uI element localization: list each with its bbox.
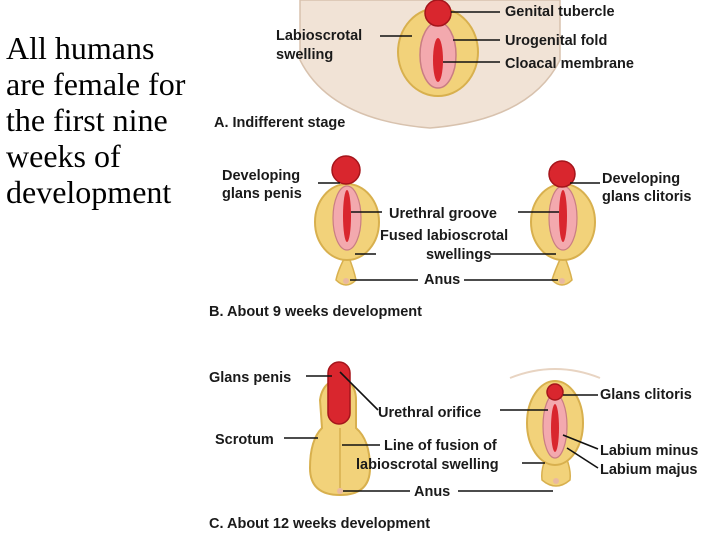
label-fused-labioscrotal-line1: Fused labioscrotal xyxy=(380,228,508,244)
label-genital-tubercle: Genital tubercle xyxy=(505,4,615,20)
stage-c-female-illustration xyxy=(509,368,601,487)
label-anus-b: Anus xyxy=(424,272,460,288)
label-cloacal-membrane: Cloacal membrane xyxy=(505,56,634,72)
stage-a-illustration xyxy=(299,0,561,129)
label-urethral-groove: Urethral groove xyxy=(389,206,497,222)
stage-b-male-illustration xyxy=(314,155,380,286)
label-urogenital-fold: Urogenital fold xyxy=(505,33,607,49)
slide-text-line-3: the first nine xyxy=(6,102,168,138)
slide-text-line-5: development xyxy=(6,174,172,210)
label-urethral-orifice: Urethral orifice xyxy=(378,405,481,421)
caption-stage-c: C. About 12 weeks development xyxy=(209,516,430,532)
label-anus-c: Anus xyxy=(414,484,450,500)
stage-b-leaders xyxy=(318,182,600,281)
stage-a-leaders xyxy=(380,11,500,63)
label-labium-majus: Labium majus xyxy=(600,462,698,478)
stage-b-female-illustration xyxy=(530,160,596,286)
label-line-of-fusion-line1: Line of fusion of xyxy=(384,438,497,454)
label-developing-glans-clitoris-line1: Developing xyxy=(602,171,680,187)
label-labioscrotal-swelling-line1: Labioscrotal xyxy=(276,28,362,44)
label-fused-labioscrotal-line2: swellings xyxy=(426,247,491,263)
slide-text-line-2: are female for xyxy=(6,66,186,102)
caption-stage-b: B. About 9 weeks development xyxy=(209,304,422,320)
stage-c-glans-penis xyxy=(327,361,351,425)
label-developing-glans-clitoris-line2: glans clitoris xyxy=(602,189,691,205)
stage-a-genital-tubercle xyxy=(424,0,452,27)
label-scrotum: Scrotum xyxy=(215,432,274,448)
label-developing-glans-penis-line2: glans penis xyxy=(222,186,302,202)
stage-c-leaders xyxy=(284,371,599,492)
stage-b-developing-glans-clitoris xyxy=(548,160,576,188)
label-labium-minus: Labium minus xyxy=(600,443,698,459)
label-line-of-fusion-line2: labioscrotal swelling xyxy=(356,457,499,473)
stage-a-cloacal-membrane xyxy=(433,38,443,82)
label-labioscrotal-swelling-line2: swelling xyxy=(276,47,333,63)
caption-stage-a: A. Indifferent stage xyxy=(214,115,345,131)
label-glans-clitoris: Glans clitoris xyxy=(600,387,692,403)
slide-text: All humans are female for the first nine… xyxy=(6,30,221,210)
label-developing-glans-penis-line1: Developing xyxy=(222,168,300,184)
label-glans-penis: Glans penis xyxy=(209,370,291,386)
stage-c-glans-clitoris xyxy=(546,383,564,401)
slide-text-line-1: All humans xyxy=(6,30,155,66)
stage-c-male-illustration xyxy=(308,361,372,497)
stage-b-developing-glans-penis xyxy=(331,155,361,185)
slide-text-line-4: weeks of xyxy=(6,138,121,174)
